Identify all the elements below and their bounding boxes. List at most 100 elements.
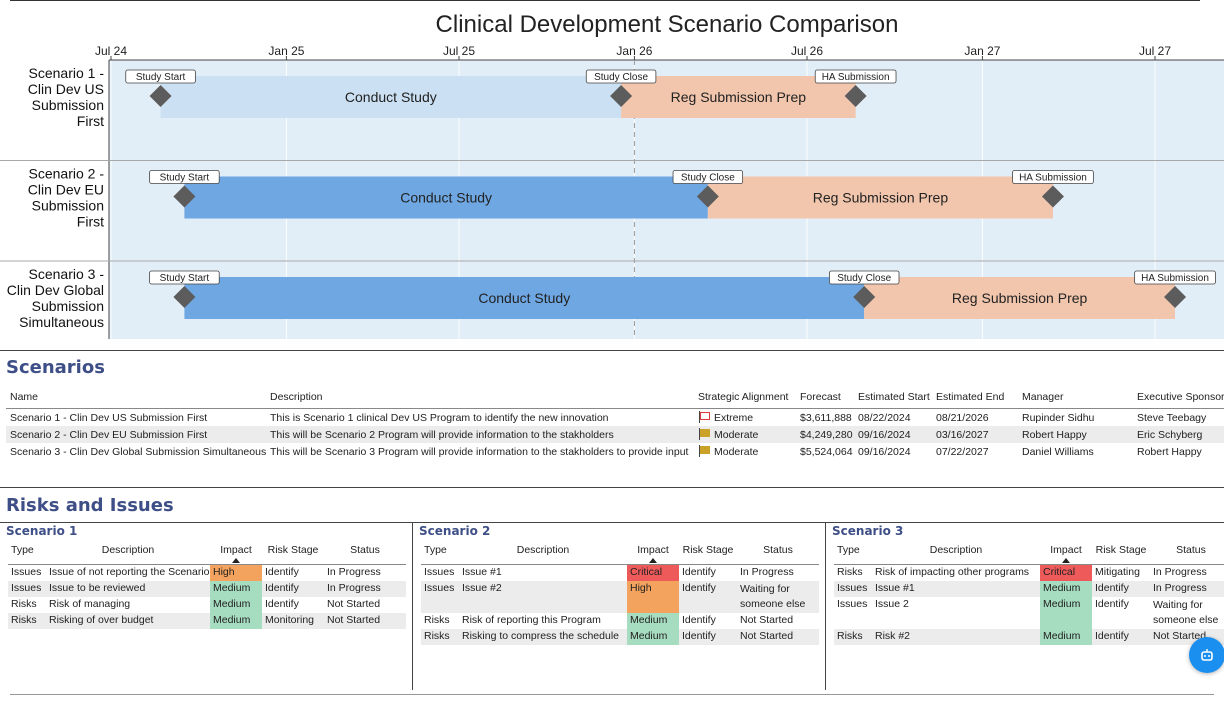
scenarios-column-header[interactable]: Name <box>6 388 266 409</box>
scenario-row[interactable]: Scenario 2 - Clin Dev EU Submission Firs… <box>6 426 1224 443</box>
risk-cell-description: Issue of not reporting the Scenario <box>49 566 210 578</box>
gantt-row-label: Scenario 2 - <box>29 166 105 182</box>
risk-cell-stage: Identify <box>265 566 299 578</box>
milestone-label-box <box>1012 170 1094 184</box>
risk-header-row: Type Description Impact Risk Stage Status <box>834 542 1224 565</box>
gantt-tick-label: Jan 26 <box>616 44 652 58</box>
risk-cell-type: Risks <box>11 597 37 610</box>
scenarios-column-header[interactable]: Description <box>266 388 694 409</box>
risk-column-header[interactable]: Status <box>1150 542 1224 565</box>
milestone-label-box <box>829 270 900 285</box>
milestone-label: Study Start <box>160 273 210 284</box>
scenario-row[interactable]: Scenario 3 - Clin Dev Global Submission … <box>6 443 1224 460</box>
risk-cell-type: Risks <box>8 612 46 629</box>
risk-cell-status: Not Started <box>327 597 381 610</box>
risk-column-header-label: Status <box>1176 544 1206 556</box>
scenarios-column-header[interactable]: Strategic Alignment <box>694 388 796 409</box>
risk-cell-description: Risk of impacting other programs <box>875 566 1030 578</box>
risk-column-header[interactable]: Description <box>459 542 627 565</box>
risk-cell-status: In Progress <box>327 566 381 578</box>
milestone-diamond <box>844 85 867 107</box>
risk-cell-description: Risk of reporting this Program <box>462 613 601 626</box>
risk-column-header[interactable]: Type <box>8 542 46 565</box>
risk-column-header[interactable]: Status <box>324 542 406 565</box>
risk-column-header[interactable]: Description <box>872 542 1040 565</box>
milestone-diamond <box>853 286 876 308</box>
risk-column-header-label: Status <box>350 544 380 556</box>
risk-column-header[interactable]: Risk Stage <box>679 542 737 565</box>
risk-column-header[interactable]: Description <box>46 542 210 565</box>
risk-cell-status: In Progress <box>1150 580 1224 597</box>
scenario-cell-end: 07/22/2027 <box>936 445 989 458</box>
sort-ascending-icon[interactable] <box>1062 558 1070 563</box>
risk-cell-description: Risking to compress the schedule <box>459 628 627 645</box>
milestone-label-box <box>125 69 196 84</box>
conduct-study-bar <box>184 277 865 319</box>
scenario-cell-start: 08/22/2024 <box>858 411 911 424</box>
scenario-row[interactable]: Scenario 1 - Clin Dev US Submission Firs… <box>6 409 1224 427</box>
risk-column-header-label: Type <box>11 544 34 556</box>
assistant-bot-icon <box>1201 649 1213 661</box>
assistant-chat-button[interactable] <box>1189 637 1224 673</box>
scenario-cell-name: Scenario 1 - Clin Dev US Submission Firs… <box>10 411 208 424</box>
strategic-alignment-value: Extreme <box>714 412 754 424</box>
strategic-alignment-value: Moderate <box>714 446 759 458</box>
scenarios-column-header[interactable]: Manager <box>1018 388 1133 409</box>
risk-cell-description: Issue to be reviewed <box>46 580 210 597</box>
milestone-label-box <box>814 69 897 84</box>
risk-column-header-label: Description <box>101 544 155 556</box>
risk-column-header-label: Description <box>929 544 983 556</box>
risk-column-header[interactable]: Risk Stage <box>1092 542 1150 565</box>
milestone-label: HA Submission <box>1141 273 1209 284</box>
risk-cell-impact: Medium <box>1040 596 1092 629</box>
risk-column-header[interactable]: Type <box>421 542 459 565</box>
risk-cell-type: Issues <box>421 580 459 613</box>
scenario-cell-name: Scenario 3 - Clin Dev Global Submission … <box>10 445 266 458</box>
risks-top-divider <box>0 522 1224 523</box>
risk-cell-impact: Medium <box>210 612 262 629</box>
sort-ascending-icon[interactable] <box>649 558 657 563</box>
risk-column-header[interactable]: Impact <box>210 542 262 565</box>
scenarios-heading: Scenarios <box>6 357 105 378</box>
scenario-cell-forecast: $4,249,280 <box>796 426 854 443</box>
yellow-flag-icon <box>698 428 710 440</box>
milestone-diamond <box>149 85 172 107</box>
gantt-tick-label: Jan 25 <box>268 44 304 58</box>
risk-column-header[interactable]: Risk Stage <box>262 542 324 565</box>
risk-cell-status: Not Started <box>324 612 406 629</box>
scenario-cell-manager: Daniel Williams <box>1022 445 1094 458</box>
risk-column-header[interactable]: Impact <box>627 542 679 565</box>
risk-cell-impact: Critical <box>627 564 679 581</box>
scenarios-column-header[interactable]: Executive Sponsor <box>1133 388 1224 409</box>
scenarios-column-header[interactable]: Estimated End <box>932 388 1018 409</box>
risk-column-header[interactable]: Impact <box>1040 542 1092 565</box>
scenario-cell-sponsor: Steve Teebagy <box>1137 411 1207 424</box>
risk-column-header[interactable]: Status <box>737 542 819 565</box>
risk-cell-impact: High <box>627 580 679 613</box>
risk-cell-impact: Medium <box>627 628 679 645</box>
risk-cell-impact: Medium <box>627 612 679 629</box>
risk-cell-status: In Progress <box>1153 566 1207 578</box>
gantt-title: Clinical Development Scenario Comparison <box>436 11 899 38</box>
scenario-cell-end: 03/16/2027 <box>932 426 1018 443</box>
sort-ascending-icon[interactable] <box>232 558 240 563</box>
scenarios-column-header[interactable]: Forecast <box>796 388 854 409</box>
risk-column-header-label: Impact <box>1050 544 1082 556</box>
scenarios-column-header[interactable]: Estimated Start <box>854 388 932 409</box>
risk-cell-status: Waiting for someone else <box>1153 598 1219 626</box>
risk-column-header[interactable]: Type <box>834 542 872 565</box>
risk-cell-description: Risking of over budget <box>46 612 210 629</box>
